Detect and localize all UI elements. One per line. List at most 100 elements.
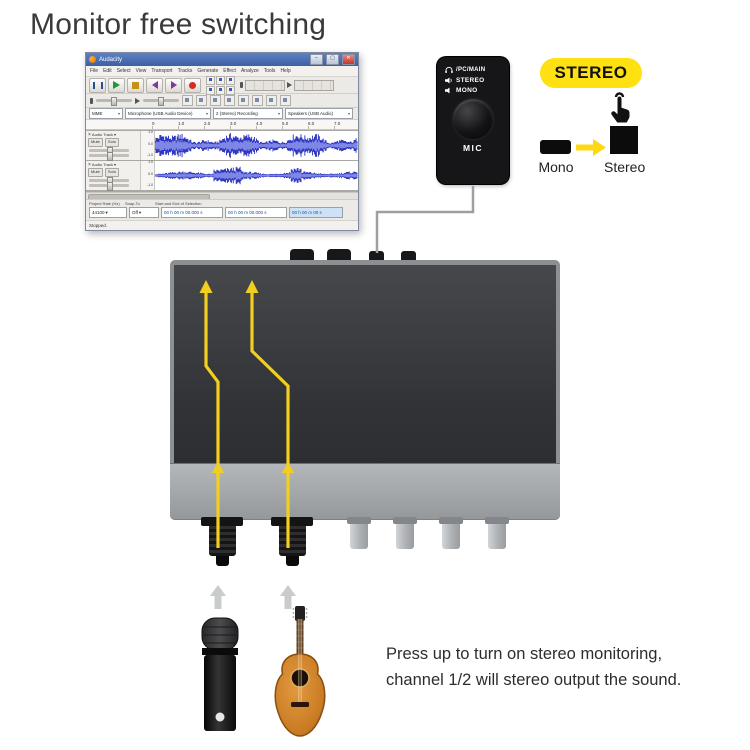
page-title: Monitor free switching — [30, 8, 327, 41]
device-toolbar: MME▾ Microphone (USB Audio Device)▾ 2 (S… — [86, 108, 358, 120]
mute-button[interactable]: Mute — [88, 138, 103, 147]
recording-channels-select[interactable]: 2 (Stereo) Recording▾ — [213, 108, 283, 119]
playback-volume-slider[interactable] — [143, 97, 179, 106]
headphones-icon — [445, 66, 453, 73]
project-rate-label: Project Rate (Hz) — [89, 201, 120, 206]
redo-button[interactable] — [266, 95, 277, 106]
maximize-button[interactable]: ▢ — [326, 54, 339, 65]
multi-tool-icon[interactable] — [226, 85, 235, 95]
status-text: Stopped. — [89, 223, 108, 228]
undo-button[interactable] — [252, 95, 263, 106]
pan-slider[interactable] — [89, 152, 129, 161]
menu-effect[interactable]: Effect — [223, 68, 236, 74]
waveform-display[interactable] — [155, 131, 358, 160]
selection-tool-icon[interactable] — [206, 75, 215, 85]
waveform-display[interactable] — [155, 161, 358, 190]
paste-button[interactable] — [210, 95, 221, 106]
pan-slider[interactable] — [89, 182, 129, 191]
playback-device-select[interactable]: Speakers (USB Audio)▾ — [285, 108, 353, 119]
zoom-tool-icon[interactable] — [206, 85, 215, 95]
skip-end-button[interactable] — [165, 77, 182, 93]
line-jack-connector — [485, 517, 509, 549]
snap-to-select[interactable]: Off▾ — [129, 207, 159, 218]
selection-start-field[interactable]: 00 h 00 m 00.000 s — [161, 207, 223, 218]
window-titlebar[interactable]: Audacity – ▢ ✕ — [86, 53, 358, 66]
audio-track-2: × Audio Track ▾ Mute Solo 1.0 0.0 -1.0 — [86, 160, 358, 191]
vertical-scale: 1.0 0.0 -1.0 — [141, 160, 155, 190]
acoustic-guitar — [274, 606, 326, 737]
switch-cable — [375, 186, 475, 253]
transport-toolbar — [86, 75, 358, 95]
mono-mode-label: MONO — [456, 87, 478, 94]
play-button[interactable] — [108, 77, 125, 93]
copy-button[interactable] — [196, 95, 207, 106]
device-front-panel — [170, 463, 560, 520]
condenser-microphone — [201, 617, 239, 731]
cut-button[interactable] — [182, 95, 193, 106]
selection-mode-label[interactable]: Start and End of Selection — [155, 201, 202, 206]
minimize-button[interactable]: – — [310, 54, 323, 65]
line-jack-connector — [393, 517, 417, 549]
project-rate-select[interactable]: 44100▾ — [89, 207, 127, 218]
pause-button[interactable] — [89, 77, 106, 93]
solo-button[interactable]: Solo — [104, 138, 119, 147]
horizontal-scrollbar[interactable] — [86, 192, 358, 200]
menu-generate[interactable]: Generate — [197, 68, 219, 74]
recording-device-select[interactable]: Microphone (USB Audio Device)▾ — [125, 108, 211, 119]
stereo-mode-label: STEREO — [456, 77, 485, 84]
selection-end-field[interactable]: 00 h 00 m 00.000 s — [225, 207, 287, 218]
mono-chip-icon — [540, 140, 571, 154]
menu-help[interactable]: Help — [280, 68, 291, 74]
mute-button[interactable]: Mute — [88, 168, 103, 177]
track-name[interactable]: Audio Track — [91, 162, 114, 167]
menu-transport[interactable]: Transport — [151, 68, 173, 74]
speaker-icon — [445, 77, 452, 84]
draw-tool-icon[interactable] — [226, 75, 235, 85]
snap-to-label: Snap-To — [125, 201, 140, 206]
menu-edit[interactable]: Edit — [103, 68, 112, 74]
audio-host-select[interactable]: MME▾ — [89, 108, 123, 119]
timeshift-tool-icon[interactable] — [216, 85, 225, 95]
tools-toolbar — [206, 75, 235, 95]
speaker-icon — [287, 82, 292, 88]
record-button[interactable] — [184, 77, 201, 93]
pc-main-label: /PC/MAIN — [456, 67, 486, 73]
track-close-button[interactable]: × — [88, 131, 91, 138]
speaker-icon — [445, 87, 450, 94]
chevron-down-icon: ▾ — [114, 162, 117, 167]
track-close-button[interactable]: × — [88, 161, 91, 168]
window-title: Audacity — [99, 56, 123, 63]
close-button[interactable]: ✕ — [342, 54, 355, 65]
track-control-panel: × Audio Track ▾ Mute Solo — [86, 131, 141, 161]
envelope-tool-icon[interactable] — [216, 75, 225, 85]
menu-tools[interactable]: Tools — [263, 68, 276, 74]
device-top-face — [174, 265, 556, 464]
microphone-icon — [240, 82, 243, 88]
vertical-scale: 1.0 0.0 -1.0 — [141, 130, 155, 160]
press-gesture-icon — [611, 92, 630, 123]
mic-label: MIC — [462, 143, 484, 153]
menu-view[interactable]: View — [135, 68, 147, 74]
timeline-ruler[interactable]: 0 1.0 2.0 3.0 4.0 5.0 6.0 7.0 — [86, 120, 358, 130]
menu-analyze[interactable]: Analyze — [240, 68, 259, 74]
xlr-connector-1 — [201, 517, 243, 566]
menu-select[interactable]: Select — [116, 68, 131, 74]
line-jack-connector — [439, 517, 463, 549]
solo-button[interactable]: Solo — [104, 168, 119, 177]
selection-toolbar: Project Rate (Hz) Snap-To Start and End … — [86, 199, 358, 220]
stop-button[interactable] — [127, 77, 144, 93]
track-name[interactable]: Audio Track — [91, 132, 114, 137]
trim-audio-button[interactable] — [224, 95, 235, 106]
menu-tracks[interactable]: Tracks — [177, 68, 193, 74]
zoom-in-button[interactable] — [280, 95, 291, 106]
skip-start-button[interactable] — [146, 77, 163, 93]
mono-label: Mono — [538, 159, 574, 175]
chevron-down-icon: ▾ — [114, 132, 117, 137]
menu-file[interactable]: File — [90, 68, 99, 74]
monitor-switch-device: /PC/MAIN STEREO MONO MIC — [437, 57, 509, 184]
mic-gain-knob — [453, 99, 493, 139]
recording-volume-slider[interactable] — [96, 97, 132, 106]
recording-meter — [245, 79, 285, 91]
silence-audio-button[interactable] — [238, 95, 249, 106]
microphone-icon — [90, 97, 93, 104]
